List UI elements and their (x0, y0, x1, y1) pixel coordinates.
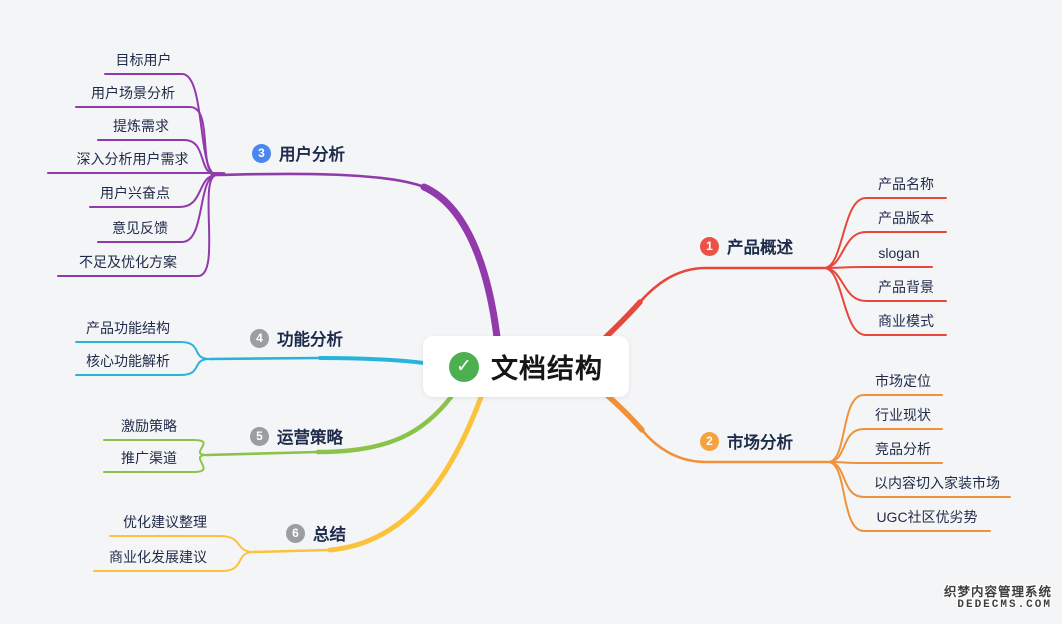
branch-trunk-user-analysis (420, 183, 501, 341)
branch-trunk-market-analysis (605, 393, 645, 433)
subtopic-label[interactable]: 市场定位 (875, 373, 931, 389)
topic-summary[interactable]: 6 总结 (286, 522, 346, 544)
subtopic-line (93, 551, 255, 572)
subtopic-label[interactable]: 行业现状 (875, 407, 931, 423)
branch-trunk-product-overview (601, 299, 643, 342)
subtopic-label[interactable]: 以内容切入家装市场 (874, 475, 1000, 491)
subtopic-line (823, 197, 947, 269)
topic-user-analysis[interactable]: 3 用户分析 (252, 142, 345, 164)
branch-line-product-overview (638, 266, 826, 304)
subtopic-label[interactable]: 深入分析用户需求 (76, 151, 189, 167)
subtopic-line (47, 172, 226, 176)
branch-line-user-analysis (215, 172, 426, 189)
subtopic-label[interactable]: 产品功能结构 (86, 320, 170, 336)
subtopic-label[interactable]: 用户场景分析 (91, 85, 175, 101)
subtopic-line (103, 454, 208, 473)
subtopic-line (827, 394, 943, 463)
numbered-badge-icon: 1 (700, 236, 719, 256)
subtopic-line (75, 341, 211, 360)
subtopic-line (823, 231, 947, 269)
subtopic-line (97, 174, 218, 243)
subtopic-line (827, 461, 943, 464)
branch-trunk-summary (327, 394, 484, 553)
subtopic-label[interactable]: 推广渠道 (121, 450, 177, 466)
subtopic-line (827, 461, 991, 532)
watermark-line2: DEDECMS.COM (957, 599, 1052, 611)
branch-line-function-analysis (208, 356, 322, 361)
subtopic-line (827, 428, 943, 463)
subtopic-line (75, 106, 218, 176)
subtopic-line (103, 439, 208, 456)
subtopic-label[interactable]: 优化建议整理 (123, 514, 207, 530)
subtopic-label[interactable]: 提炼需求 (113, 118, 169, 134)
subtopic-label[interactable]: 产品名称 (878, 176, 934, 192)
subtopic-label[interactable]: 意见反馈 (112, 220, 168, 236)
numbered-badge-icon: 3 (252, 143, 271, 163)
topic-market-analysis[interactable]: 2 市场分析 (700, 430, 793, 452)
topic-product-overview[interactable]: 1 产品概述 (700, 235, 793, 257)
numbered-badge-icon: 4 (250, 328, 269, 348)
subtopic-label[interactable]: 激励策略 (121, 418, 177, 434)
subtopic-line (75, 358, 211, 376)
check-circle-icon: ✓ (449, 351, 479, 382)
numbered-badge-icon: 5 (250, 426, 269, 446)
subtopic-label[interactable]: slogan (878, 245, 920, 261)
topic-label: 用户分析 (279, 146, 345, 164)
topic-label: 功能分析 (277, 331, 343, 349)
subtopic-label[interactable]: 商业模式 (878, 313, 934, 329)
branch-line-summary (252, 548, 332, 554)
subtopic-label[interactable]: 产品版本 (878, 210, 934, 226)
central-topic[interactable]: ✓ 文档结构 (423, 336, 629, 397)
branch-line-operation-strategy (205, 450, 320, 457)
subtopic-label[interactable]: 不足及优化方案 (79, 254, 177, 270)
central-topic-label: 文档结构 (491, 354, 603, 384)
topic-label: 产品概述 (727, 239, 793, 257)
subtopic-label[interactable]: 产品背景 (878, 279, 934, 295)
subtopic-line (823, 266, 933, 269)
watermark: 织梦内容管理系统 DEDECMS.COM (944, 585, 1052, 612)
topic-label: 市场分析 (727, 434, 793, 452)
branch-line-market-analysis (640, 428, 830, 464)
subtopic-line (109, 535, 255, 553)
numbered-badge-icon: 6 (286, 523, 305, 543)
topic-function-analysis[interactable]: 4 功能分析 (250, 327, 343, 349)
topic-label: 运营策略 (277, 429, 343, 447)
branch-trunk-function-analysis (318, 356, 426, 365)
subtopic-label[interactable]: 竞品分析 (875, 441, 931, 457)
subtopic-label[interactable]: 用户兴奋点 (100, 185, 170, 201)
subtopic-label[interactable]: 商业化发展建议 (109, 549, 207, 565)
numbered-badge-icon: 2 (700, 431, 719, 451)
watermark-line1: 织梦内容管理系统 (943, 585, 1052, 599)
subtopic-label[interactable]: UGC社区优劣势 (876, 509, 978, 525)
subtopic-line (823, 267, 947, 336)
subtopic-label[interactable]: 目标用户 (115, 52, 172, 68)
branch-trunk-operation-strategy (315, 394, 454, 455)
subtopic-line (57, 174, 218, 277)
topic-label: 总结 (313, 526, 346, 544)
subtopic-label[interactable]: 核心功能解析 (86, 353, 170, 369)
topic-operation-strategy[interactable]: 5 运营策略 (250, 425, 343, 447)
